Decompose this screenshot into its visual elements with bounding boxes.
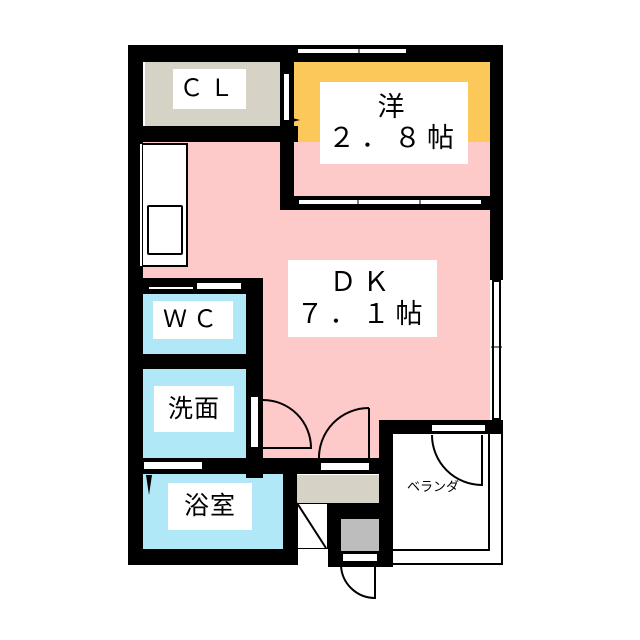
- dk-label-type: ＤＫ: [329, 267, 396, 299]
- bathroom-label-text: 浴室: [183, 491, 236, 521]
- washroom-label: 洗面: [154, 386, 234, 432]
- wall-closet-bottom: [143, 126, 298, 142]
- veranda-door: [431, 424, 486, 432]
- wc-door: [196, 282, 242, 290]
- western-label-size: ２．８帖: [328, 123, 460, 154]
- wall-wc-bottom: [128, 354, 263, 369]
- closet-label: ＣＬ: [173, 69, 246, 109]
- kitchen-rail: [140, 144, 142, 266]
- wc-label: ＷＣ: [153, 301, 233, 339]
- western-label-type: 洋: [377, 91, 411, 123]
- dk-label: ＤＫ ７．１帖: [288, 260, 437, 337]
- western-label: 洋 ２．８帖: [320, 82, 468, 164]
- wall-left: [128, 45, 143, 565]
- bathroom-label: 浴室: [168, 483, 252, 530]
- closet-label-text: ＣＬ: [179, 74, 240, 103]
- closet-door: [282, 72, 291, 122]
- veranda-label: ベランダ: [392, 478, 474, 498]
- wall-right-upper: [490, 45, 503, 280]
- wash-door: [250, 396, 259, 448]
- veranda-rail: [393, 434, 503, 565]
- wall-entrance-right: [379, 420, 393, 567]
- wc-label-text: ＷＣ: [163, 305, 223, 334]
- wall-right-lower: [490, 420, 503, 434]
- wc-door-2: [148, 286, 194, 290]
- entrance-floor: [341, 519, 379, 551]
- entrance-door-top: [320, 462, 370, 471]
- wall-bath-right: [283, 458, 297, 565]
- window-western-bottom: [297, 198, 483, 206]
- veranda: [393, 434, 490, 551]
- bath-door: [143, 461, 203, 470]
- window-dk-right: [492, 280, 501, 420]
- wall-shoe-bottom: [328, 503, 388, 519]
- wall-bottom: [128, 549, 298, 565]
- dk-label-size: ７．１帖: [296, 298, 429, 330]
- shoebox: [297, 475, 379, 503]
- window-western-top: [296, 47, 408, 55]
- veranda-label-text: ベランダ: [406, 479, 459, 495]
- front-door: [342, 553, 378, 562]
- washroom-label-text: 洗面: [167, 393, 220, 423]
- kitchen-sink: [147, 205, 183, 255]
